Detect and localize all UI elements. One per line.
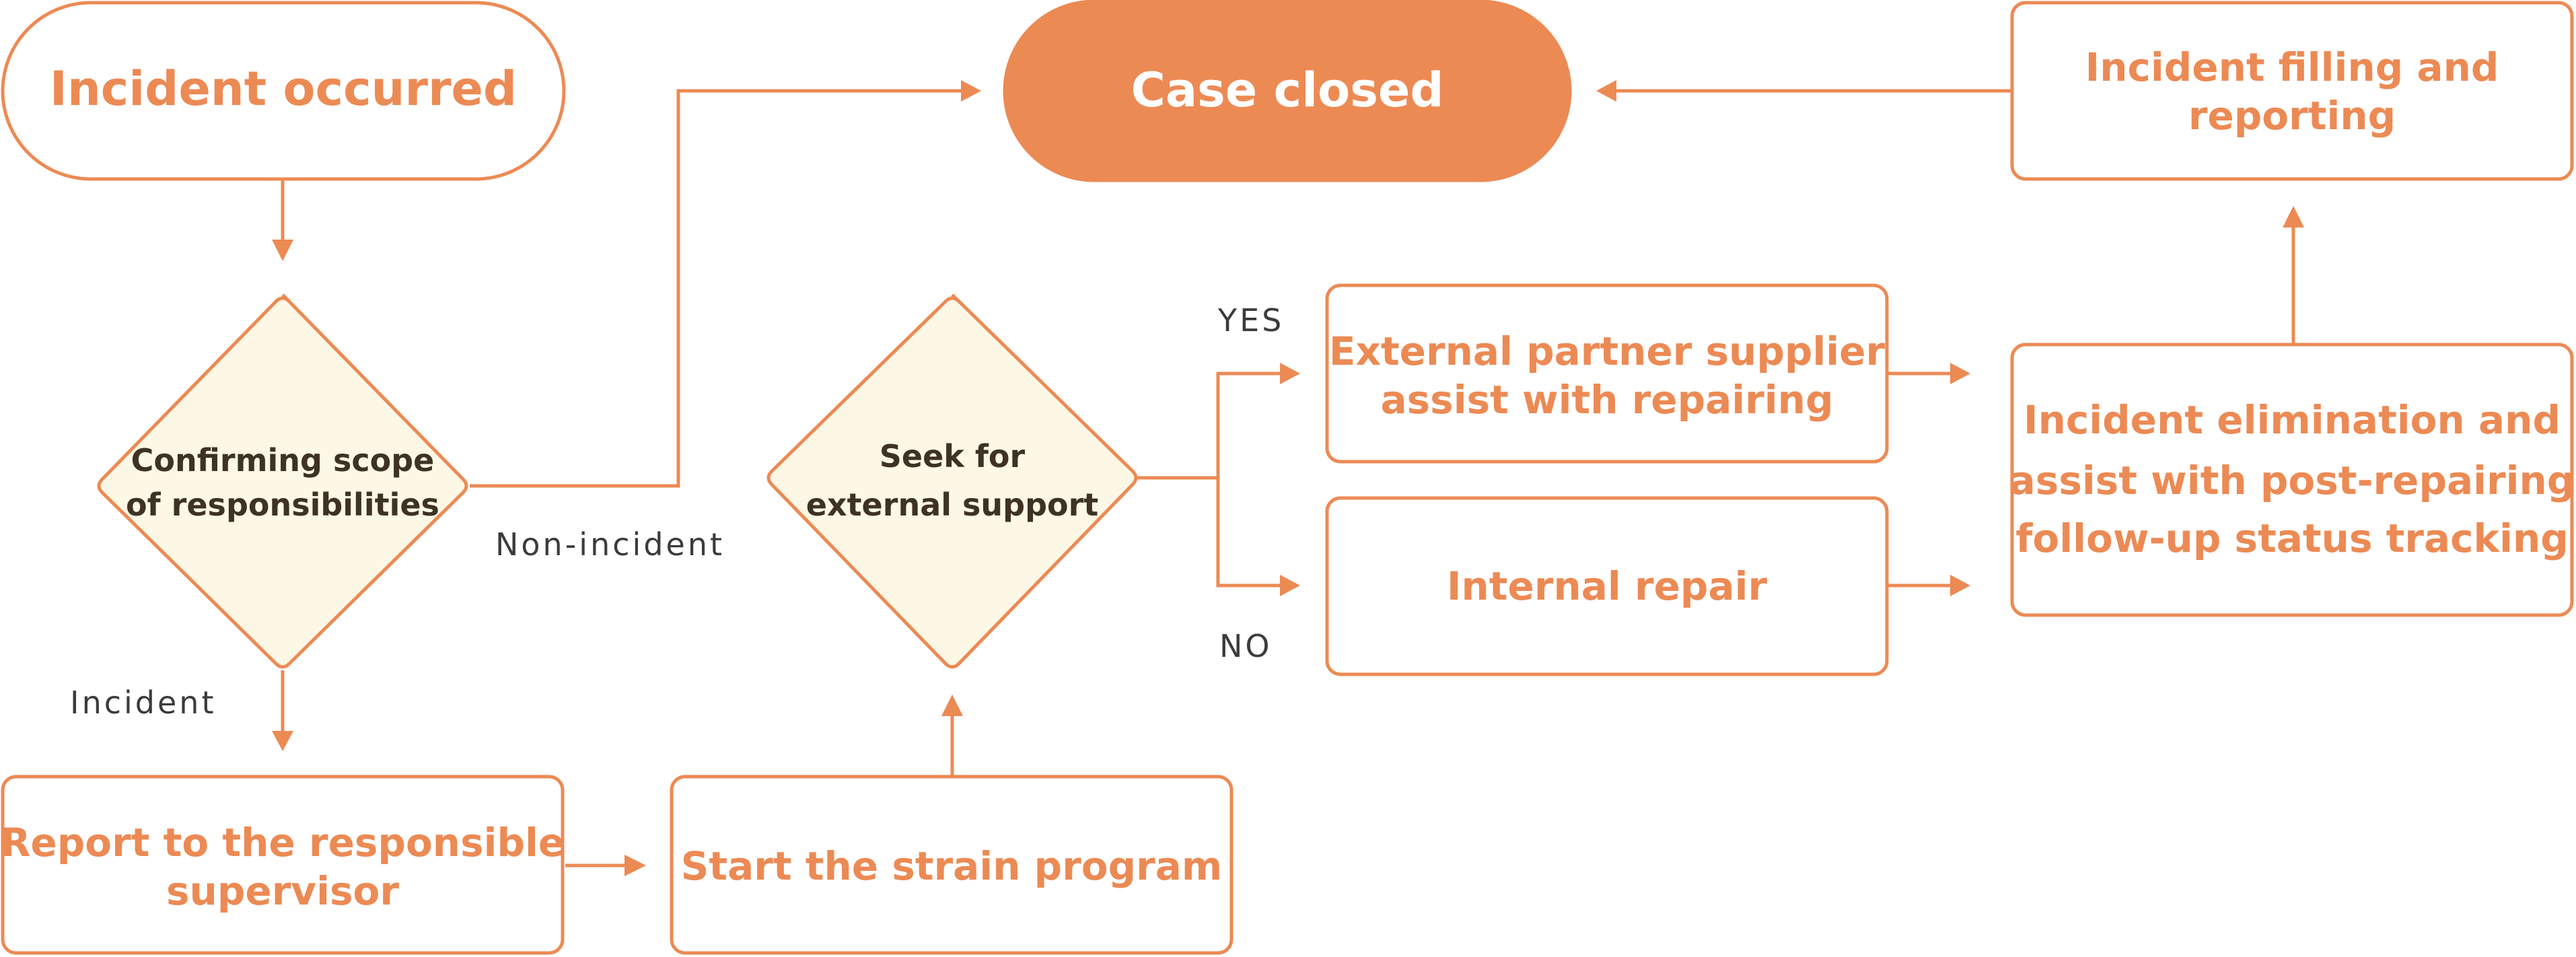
report-supervisor-line-2: supervisor	[166, 868, 399, 914]
incident-occurred-label: Incident occurred	[50, 61, 517, 116]
external-partner-line-1: External partner supplier	[1329, 328, 1886, 374]
incident-filling-line-2: reporting	[2188, 93, 2396, 139]
edge-label-no: NO	[1219, 628, 1273, 664]
node-confirming-scope: Confirming scope of responsibilities	[97, 293, 468, 669]
node-report-supervisor: Report to the responsible supervisor	[1, 775, 565, 955]
internal-repair-label: Internal repair	[1447, 563, 1768, 609]
node-incident-filling: Incident filling and reporting	[2010, 1, 2574, 181]
incident-elimination-line-3: follow-up status tracking	[2015, 516, 2569, 561]
report-supervisor-line-1: Report to the responsible	[1, 820, 565, 865]
node-internal-repair: Internal repair	[1325, 496, 1889, 676]
arrowhead-filling-to-closed	[1596, 80, 1616, 102]
arrow-seek-to-internal	[1216, 478, 1280, 588]
node-incident-elimination: Incident elimination and assist with pos…	[2009, 343, 2575, 617]
node-incident-occurred: Incident occurred	[1, 1, 566, 181]
incident-elimination-line-2: assist with post-repairing	[2009, 458, 2575, 503]
node-start-strain: Start the strain program	[670, 775, 1233, 955]
node-external-partner: External partner supplier assist with re…	[1325, 283, 1889, 464]
node-case-closed: Case closed	[1003, 0, 1572, 182]
confirming-scope-line-2: of responsibilities	[126, 487, 439, 523]
incident-elimination-line-1: Incident elimination and	[2024, 397, 2561, 443]
case-closed-label: Case closed	[1131, 63, 1444, 118]
arrowhead-occurred-to-confirm	[272, 240, 293, 261]
arrowhead-seek-to-internal	[1280, 575, 1300, 596]
arrowhead-internal-to-elimination	[1950, 575, 1970, 596]
arrowhead-seek-to-external	[1280, 363, 1300, 384]
arrowhead-report-to-strain	[624, 855, 646, 876]
arrow-seek-branch	[1137, 371, 1280, 480]
edge-label-yes: YES	[1217, 302, 1284, 339]
arrowhead-external-to-elimination	[1950, 363, 1970, 384]
seek-support-line-1: Seek for	[880, 438, 1026, 474]
edge-label-non-incident: Non-incident	[495, 526, 725, 563]
arrowhead-elimination-to-filling	[2283, 206, 2304, 227]
arrow-confirm-to-closed	[470, 89, 961, 488]
external-partner-line-2: assist with repairing	[1381, 377, 1834, 423]
confirming-scope-line-1: Confirming scope	[131, 442, 435, 478]
start-strain-label: Start the strain program	[681, 843, 1223, 889]
arrowhead-confirm-to-report	[272, 731, 293, 751]
arrowhead-strain-to-seek	[941, 695, 963, 716]
node-seek-support: Seek for external support	[766, 293, 1138, 669]
arrowhead-confirm-to-closed	[961, 80, 981, 102]
incident-filling-line-1: Incident filling and	[2085, 44, 2499, 90]
edge-label-incident: Incident	[70, 684, 216, 721]
seek-support-line-2: external support	[806, 487, 1099, 523]
